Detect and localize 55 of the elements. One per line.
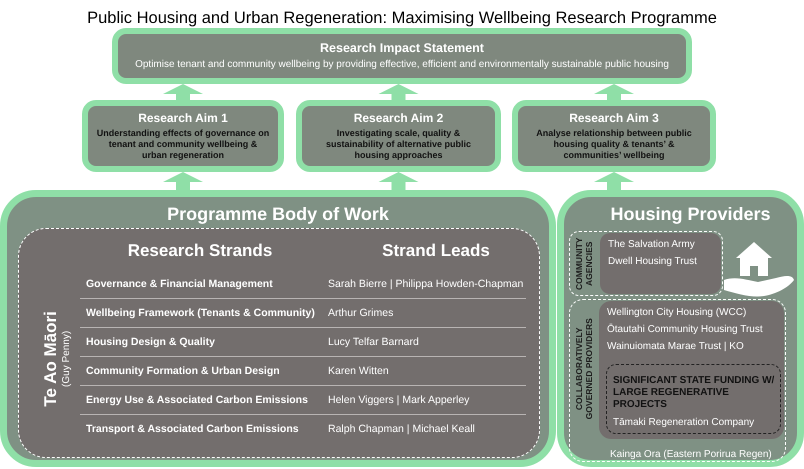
diagram-title: Public Housing and Urban Regeneration: Maximising Wellbeing Research Programme: [87, 8, 717, 29]
box-heading: Research Aim 2: [354, 111, 444, 126]
provider-name: Dwell Housing Trust: [608, 256, 698, 268]
strand-lead: Helen Viggers | Mark Apperley: [328, 394, 470, 406]
vertical-heading: Te Ao Māori: [40, 311, 62, 407]
strand-lead: Lucy Telfar Barnard: [328, 336, 419, 348]
strand-name: Housing Design & Quality: [86, 336, 215, 348]
strand-lead: Arthur Grimes: [328, 308, 394, 320]
provider-list-box: [600, 233, 721, 294]
column-heading: Strand Leads: [382, 240, 490, 262]
provider-list-box: [599, 301, 784, 439]
arrow: [378, 84, 418, 100]
box-description: Optimise tenant and community wellbeing by providing effective, efficient and environmentally sustainable public housing: [134, 58, 670, 72]
aim-box: [512, 100, 716, 172]
strand-lead: Sarah Bierre | Philippa Howden-Chapman: [328, 278, 524, 290]
dashed-group-box: [606, 364, 781, 434]
strand-name: Community Formation & Urban Design: [86, 366, 280, 378]
box-heading: Research Aim 3: [569, 111, 659, 126]
provider-name: Wainuiomata Marae Trust | KO: [607, 341, 745, 353]
arrow: [163, 172, 203, 190]
strand-name: Transport & Associated Carbon Emissions: [86, 424, 299, 436]
strand-name: Wellbeing Framework (Tenants & Community): [86, 308, 315, 320]
arrow: [163, 84, 203, 100]
provider-name: Kainga Ora (Eastern Porirua Regen): [610, 448, 773, 460]
provider-name: The Salvation Army: [608, 239, 696, 251]
arrow: [594, 172, 634, 190]
funding-note: SIGNIFICANT STATE FUNDING W/ LARGE REGENERATIVE PROJECTS: [613, 375, 776, 411]
statement-box: [112, 28, 692, 84]
panel-heading: Housing Providers: [610, 203, 771, 226]
box-description: Investigating scale, quality & sustainability of alternative public housing approaches: [324, 128, 472, 161]
box-description: Analyse relationship between public housing quality & tenants’ & communities’ wellbeing: [535, 128, 693, 161]
box-heading: Research Impact Statement: [320, 40, 484, 57]
panel-heading: Programme Body of Work: [167, 203, 389, 226]
strand-name: Energy Use & Associated Carbon Emissions: [86, 394, 308, 406]
dashed-group-box: [569, 231, 723, 296]
arrow: [594, 84, 634, 100]
aim-box: [82, 100, 284, 172]
vertical-group-label: COMMUNITY AGENCIES: [575, 236, 595, 292]
strand-lead: Ralph Chapman | Michael Keall: [328, 424, 475, 436]
vertical-group-label: COLLABORATIVELY GOVERNED PROVIDERS: [575, 317, 595, 422]
dashed-group-box: [569, 299, 786, 462]
strand-lead: Karen Witten: [328, 366, 389, 378]
arrow: [378, 172, 418, 190]
provider-name: Ōtautahi Community Housing Trust: [607, 324, 764, 336]
column-heading: Research Strands: [128, 240, 272, 262]
provider-name: Tāmaki Regeneration Company: [613, 417, 756, 429]
aim-box: [296, 100, 501, 172]
dashed-group-box: [18, 228, 540, 458]
strand-name: Governance & Financial Management: [86, 278, 273, 290]
box-heading: Research Aim 1: [138, 111, 228, 126]
provider-name: Wellington City Housing (WCC): [607, 307, 748, 319]
box-description: Understanding effects of governance on tenant and community wellbeing & urban regeneration: [96, 128, 270, 161]
providers-panel: [557, 190, 804, 467]
programme-panel: [0, 190, 556, 467]
vertical-subheading: (Guy Penny): [61, 330, 74, 388]
